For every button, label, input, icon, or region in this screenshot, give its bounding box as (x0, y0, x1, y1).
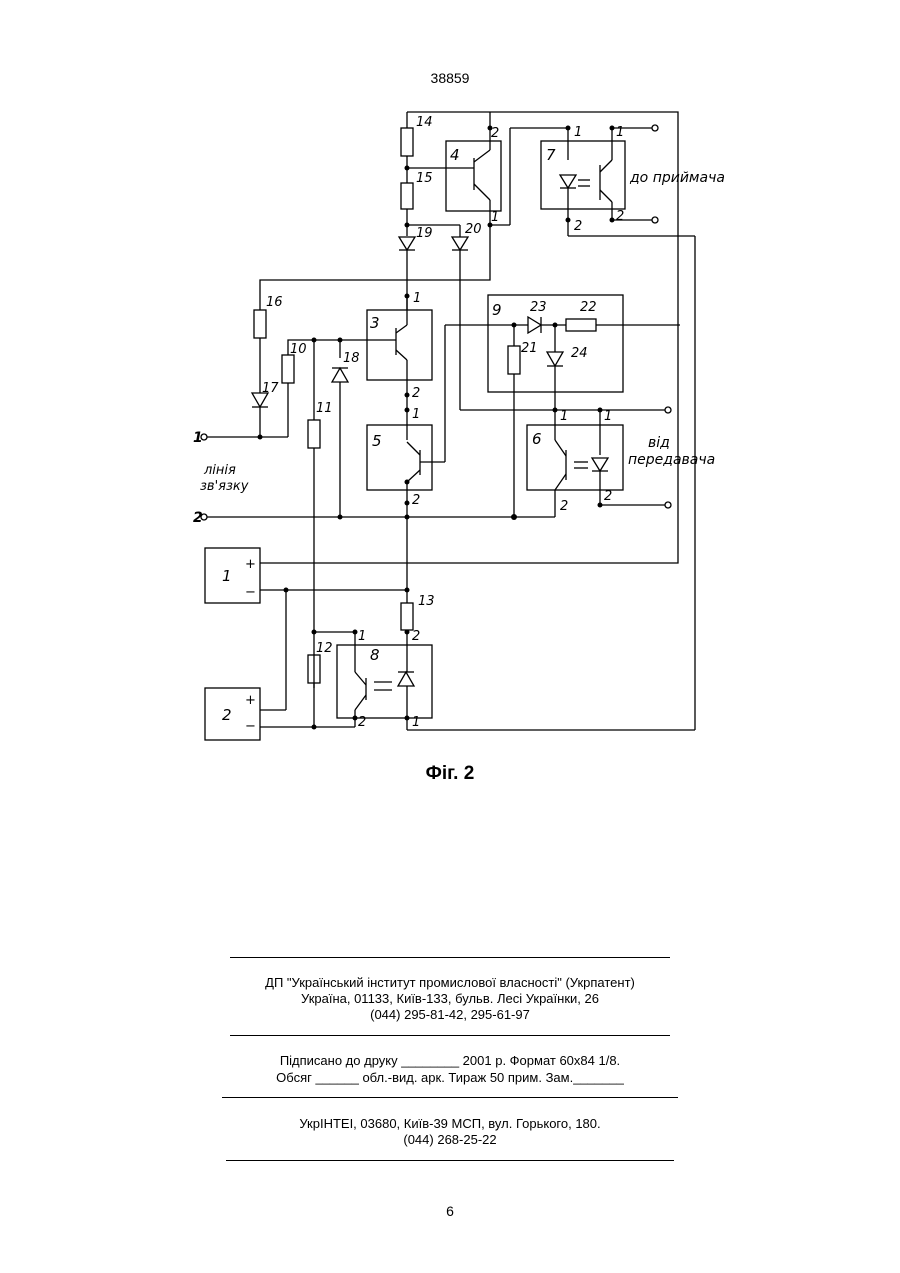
label-23: 23 (530, 300, 547, 315)
label-pin-2: 2 (491, 126, 499, 141)
page-number: 6 (0, 1203, 900, 1219)
figure-caption: Фіг. 2 (0, 763, 900, 785)
label-7-pin2: 2 (574, 219, 582, 234)
ps1-plus: + (245, 557, 256, 572)
label-3-pin2: 2 (412, 386, 420, 401)
label-8-pin1b: 1 (412, 715, 420, 730)
label-9: 9 (492, 301, 502, 319)
diode-19 (399, 237, 415, 250)
diode-20 (452, 237, 468, 250)
label-8: 8 (370, 646, 380, 664)
resistor-16 (254, 310, 266, 338)
label-7: 7 (546, 146, 556, 164)
label-3: 3 (370, 314, 380, 332)
line-label-1: лінія (203, 463, 236, 478)
label-10: 10 (290, 342, 307, 357)
label-6: 6 (532, 430, 542, 448)
receiver-terminal-2 (652, 217, 658, 223)
label-8-pin2b: 2 (358, 715, 366, 730)
publisher-line-2: Україна, 01133, Київ-133, бульв. Лесі Ук… (0, 991, 900, 1007)
label-15: 15 (416, 171, 433, 186)
circuit-diagram: 14 2 4 15 1 19 20 1 1 7 2 2 до приймача … (0, 0, 900, 760)
resistor-10 (282, 355, 294, 383)
led-6 (592, 458, 608, 471)
label-14: 14 (416, 115, 433, 130)
ps2-plus: + (245, 693, 256, 708)
ps2-label: 2 (222, 706, 232, 724)
label-6-pin1: 1 (560, 409, 568, 424)
ps1-label: 1 (222, 567, 232, 585)
wire-top-rail (260, 112, 678, 563)
publisher-line-3: (044) 295-81-42, 295-61-97 (0, 1007, 900, 1023)
divider (230, 1035, 670, 1036)
resistor-22 (566, 319, 596, 331)
diode-23 (528, 317, 541, 333)
label-16: 16 (266, 295, 283, 310)
label-6-pin2: 2 (560, 499, 568, 514)
label-17: 17 (262, 381, 279, 396)
label-5-pin1: 1 (412, 407, 420, 422)
printer-line-1: УкрІНТЕІ, 03680, Київ-39 МСП, вул. Горьк… (0, 1116, 900, 1132)
divider (226, 1160, 674, 1161)
ps2-minus: − (245, 719, 256, 734)
divider (230, 957, 670, 958)
label-18: 18 (343, 351, 360, 366)
ps1-minus: − (245, 585, 256, 600)
label-12: 12 (316, 641, 333, 656)
label-22: 22 (580, 300, 597, 315)
print-info-line-2: Обсяг ______ обл.-вид. арк. Тираж 50 при… (0, 1070, 900, 1086)
label-pin-1: 1 (491, 210, 499, 225)
transmitter-label-1: від (648, 435, 670, 451)
publisher-line-1: ДП "Український інститут промислової вла… (0, 975, 900, 991)
label-3-pin1: 1 (413, 291, 421, 306)
transmitter-terminal-2 (665, 502, 671, 508)
print-info-line-1: Підписано до друку ________ 2001 р. Форм… (0, 1053, 900, 1069)
label-7-pin1: 1 (574, 125, 582, 140)
line-label-2: зв'язку (200, 479, 249, 494)
label-5-pin2: 2 (412, 493, 420, 508)
label-24: 24 (571, 346, 588, 361)
resistor-13 (401, 603, 413, 630)
terminal-1-label: 1 (193, 430, 203, 446)
label-6-pin1b: 1 (604, 409, 612, 424)
label-8-pin1: 1 (358, 629, 366, 644)
label-7-pin1b: 1 (616, 125, 624, 140)
terminal-2-label: 2 (193, 510, 203, 526)
resistor-14 (401, 128, 413, 156)
label-7-pin2b: 2 (616, 209, 624, 224)
label-20: 20 (465, 222, 482, 237)
led-7 (560, 175, 576, 188)
label-5: 5 (372, 432, 382, 450)
divider (222, 1097, 678, 1098)
label-21: 21 (521, 341, 538, 356)
diode-24 (547, 352, 563, 366)
label-4: 4 (450, 146, 460, 164)
resistor-21 (508, 346, 520, 374)
label-8-pin2: 2 (412, 629, 420, 644)
label-6-pin2b: 2 (604, 489, 612, 504)
resistor-11 (308, 420, 320, 448)
transmitter-terminal-1 (665, 407, 671, 413)
label-13: 13 (418, 594, 435, 609)
transmitter-label-2: передавача (628, 452, 715, 468)
receiver-label: до приймача (629, 170, 725, 186)
led-8 (398, 672, 414, 686)
label-11: 11 (316, 401, 333, 416)
printer-line-2: (044) 268-25-22 (0, 1132, 900, 1148)
label-19: 19 (416, 226, 433, 241)
resistor-15 (401, 183, 413, 209)
zener-18 (332, 368, 348, 382)
receiver-terminal-1 (652, 125, 658, 131)
